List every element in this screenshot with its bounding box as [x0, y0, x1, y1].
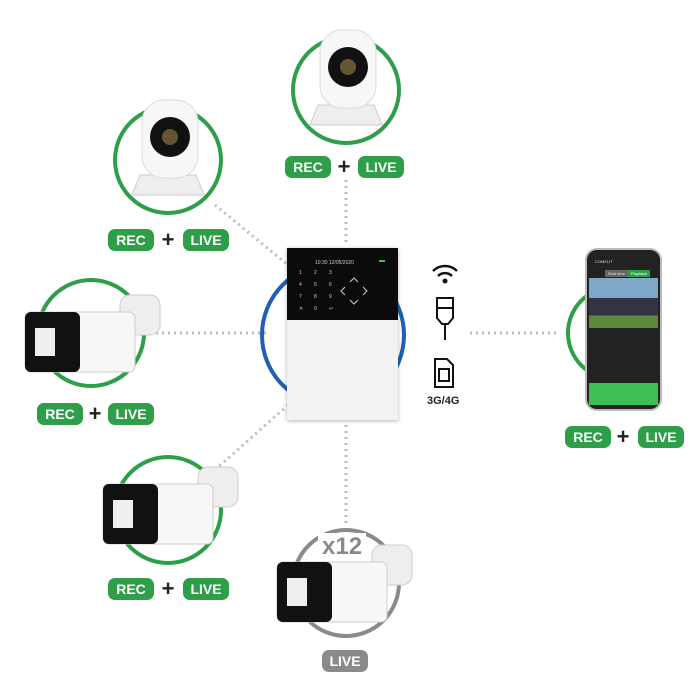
- timeline-bar[interactable]: [589, 383, 658, 405]
- key[interactable]: 3: [329, 270, 332, 276]
- network-label: 3G/4G: [427, 395, 460, 407]
- key[interactable]: 0: [314, 306, 317, 312]
- app-title: COMELIT: [595, 259, 613, 264]
- rec-badge: REC: [285, 156, 331, 178]
- plus-sign: +: [337, 154, 351, 179]
- keypad: 1 2 3 4 5 6 7 8 9 ✕ 0 ↩: [299, 270, 344, 312]
- rec-badge: REC: [565, 426, 611, 448]
- tab-real-time[interactable]: Real time: [605, 270, 628, 277]
- key[interactable]: 6: [329, 282, 332, 288]
- key[interactable]: 4: [299, 282, 302, 288]
- rec-badge: REC: [108, 229, 154, 251]
- panel-time: 10:30 12/05/2020: [315, 260, 354, 266]
- camera-feed-image: [589, 278, 658, 328]
- key[interactable]: 7: [299, 294, 302, 300]
- plus-sign: +: [88, 401, 102, 426]
- key[interactable]: ↩: [329, 306, 334, 312]
- key[interactable]: 8: [314, 294, 317, 300]
- key[interactable]: 1: [299, 270, 302, 276]
- key[interactable]: ✕: [299, 306, 304, 312]
- live-badge: LIVE: [183, 578, 229, 600]
- key[interactable]: 5: [314, 282, 317, 288]
- app-tabs: Real time Playback: [605, 270, 651, 277]
- bullet-camera-icon: [24, 294, 161, 373]
- bullet-camera-icon: [276, 544, 413, 623]
- live-badge: LIVE: [183, 229, 229, 251]
- sim-card-icon: [434, 358, 454, 388]
- dome-camera-icon: [131, 99, 205, 196]
- plus-sign: +: [161, 576, 175, 601]
- dome-camera-icon: [309, 29, 383, 126]
- camera-count: x12: [318, 533, 367, 561]
- rec-badge: REC: [108, 578, 154, 600]
- rec-badge: REC: [37, 403, 83, 425]
- navigation-arrows-icon: [340, 277, 368, 305]
- ethernet-icon: [436, 297, 454, 340]
- plus-sign: +: [616, 424, 630, 449]
- panel-screen: 10:30 12/05/2020 1 2 3 4 5 6 7 8 9 ✕ 0 ↩: [287, 248, 398, 320]
- key[interactable]: 9: [329, 294, 332, 300]
- alarm-control-panel: 10:30 12/05/2020 1 2 3 4 5 6 7 8 9 ✕ 0 ↩: [287, 248, 398, 420]
- live-badge: LIVE: [358, 156, 404, 178]
- smartphone-app: COMELIT Real time Playback: [585, 248, 662, 411]
- tab-playback[interactable]: Playback: [627, 270, 651, 277]
- live-badge: LIVE: [638, 426, 684, 448]
- key[interactable]: 2: [314, 270, 317, 276]
- live-badge-gray: LIVE: [322, 650, 368, 672]
- bullet-camera-icon: [102, 466, 239, 545]
- wifi-icon: [432, 264, 458, 284]
- status-led: [379, 260, 385, 262]
- live-badge: LIVE: [108, 403, 154, 425]
- plus-sign: +: [161, 227, 175, 252]
